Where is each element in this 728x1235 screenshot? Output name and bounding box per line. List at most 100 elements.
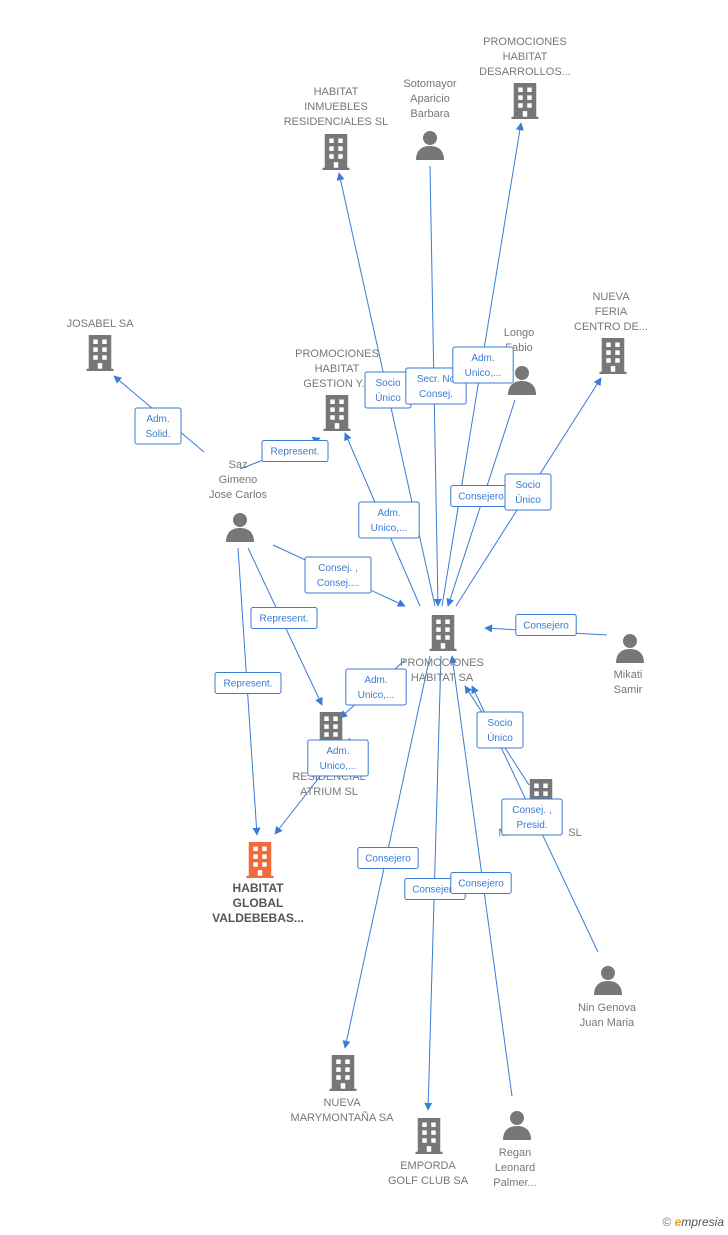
node-label: Barbara bbox=[410, 108, 450, 120]
node-label: Samir bbox=[614, 684, 643, 696]
edge-label-text: Consejero bbox=[365, 854, 411, 865]
edge-label-text: Adm. bbox=[471, 353, 494, 364]
node-label: Sotomayor bbox=[403, 78, 457, 90]
node-label: PROMOCIONES bbox=[483, 36, 567, 48]
edge-label-mikati-to-promociones-sa[interactable]: Consejero bbox=[515, 614, 577, 636]
node-label: MARYMONTAÑA SA bbox=[291, 1111, 395, 1124]
node-label: GLOBAL bbox=[233, 896, 284, 910]
edge-label-saz-to-atrium[interactable]: Represent. bbox=[250, 607, 318, 629]
building-icon bbox=[246, 842, 274, 878]
edge-label-text: Solid. bbox=[145, 429, 170, 440]
edge-label-text: Consejero bbox=[523, 621, 569, 632]
edge-label-text: Adm. bbox=[364, 675, 387, 686]
node-promociones-desarrollos[interactable]: PROMOCIONESHABITATDESARROLLOS... bbox=[479, 36, 571, 119]
edge-label-atrium-to-habitat-global[interactable]: Adm.Unico,... bbox=[307, 739, 369, 777]
node-label: Juan Maria bbox=[580, 1017, 635, 1029]
node-label: Nin Genova bbox=[578, 1002, 637, 1014]
brand-logo[interactable]: empresia bbox=[675, 1215, 724, 1229]
node-label: FERIA bbox=[595, 306, 628, 318]
node-label: SL bbox=[568, 827, 581, 839]
node-nueva-marymontana[interactable]: NUEVA MARYMONTAÑA SA bbox=[291, 1055, 395, 1124]
node-label: GOLF CLUB SA bbox=[388, 1175, 469, 1187]
node-habitat-global[interactable]: HABITATGLOBALVALDEBEBAS... bbox=[212, 842, 304, 925]
brand-logo-text: mpresia bbox=[681, 1215, 724, 1229]
edge-label-box bbox=[501, 798, 563, 836]
edge-label-regan-to-promociones-sa[interactable]: Consejero bbox=[450, 872, 512, 894]
edge-label-box bbox=[515, 614, 577, 636]
node-josabel[interactable]: JOSABEL SA bbox=[67, 318, 135, 371]
edge-label-text: Adm. bbox=[326, 746, 349, 757]
brand-logo-initial: e bbox=[674, 1215, 682, 1229]
edge-label-text: Consej. bbox=[419, 389, 453, 400]
edge-label-promociones-sa-to-atrium[interactable]: Adm. Unico,... bbox=[345, 668, 407, 706]
building-icon bbox=[323, 395, 351, 431]
building-icon bbox=[511, 83, 539, 119]
person-icon bbox=[594, 966, 622, 995]
edge-label-box bbox=[450, 872, 512, 894]
edge-label-box bbox=[250, 607, 318, 629]
edge-label-box bbox=[304, 556, 372, 594]
edge-label-longo-to-promociones-sa[interactable]: Consejero bbox=[450, 485, 512, 507]
node-label: Longo bbox=[504, 327, 535, 339]
node-label: Regan bbox=[499, 1147, 531, 1159]
edge-label-text: Consej. , bbox=[512, 805, 551, 816]
edge-label-box bbox=[504, 473, 552, 511]
edge-label-saz-to-josabel[interactable]: Adm. Solid. bbox=[134, 407, 182, 445]
footer-branding: © empresia bbox=[662, 1215, 724, 1229]
node-label: Mikati bbox=[614, 669, 643, 681]
edge-label-text: Consejero bbox=[412, 885, 458, 896]
node-label: CENTRO DE... bbox=[574, 321, 648, 333]
edge-label-box bbox=[307, 739, 369, 777]
edge-label-box bbox=[134, 407, 182, 445]
node-regan[interactable]: ReganLeonardPalmer... bbox=[493, 1111, 537, 1189]
edge-label-saz-to-promociones-gestion[interactable]: Represent. bbox=[261, 440, 329, 462]
node-label: VALDEBEBAS... bbox=[212, 911, 304, 925]
node-label: NUEVA bbox=[323, 1097, 361, 1109]
node-label: RESIDENCIALES SL bbox=[284, 116, 389, 128]
edge-label-text: Represent. bbox=[271, 447, 320, 458]
node-label: INMUEBLES bbox=[304, 101, 368, 113]
building-icon bbox=[599, 338, 627, 374]
edge-label-text: Consej.... bbox=[317, 578, 359, 589]
edge-label-text: Unico,... bbox=[358, 690, 395, 701]
person-icon bbox=[416, 131, 444, 160]
edge-label-box bbox=[357, 847, 419, 869]
edge-label-promociones-sa-to-promociones-gestion[interactable]: Adm.Unico,... bbox=[358, 501, 420, 539]
node-label: Palmer... bbox=[493, 1177, 536, 1189]
edge-label-text: Único bbox=[487, 731, 513, 744]
edge-label-text: Consejero bbox=[458, 492, 504, 503]
edge-label-box bbox=[476, 711, 524, 749]
edge-label-promociones-sa-to-promociones-desarrollos[interactable]: Adm.Unico,... bbox=[452, 346, 514, 384]
edge-label-box bbox=[214, 672, 282, 694]
edge-label-text: Consej. , bbox=[318, 563, 357, 574]
edge-label-saz-to-habitat-global[interactable]: Represent. bbox=[214, 672, 282, 694]
edge-label-text: Socio bbox=[515, 480, 540, 491]
edge-label-nin-to-promociones-sa[interactable]: Consej. ,Presid. bbox=[501, 798, 563, 836]
node-label: JOSABEL SA bbox=[67, 318, 135, 330]
edge-label-saz-to-promociones-sa[interactable]: Consej. , Consej.... bbox=[304, 556, 372, 594]
edge-label-promociones-sa-to-nueva-marymontana[interactable]: Consejero bbox=[357, 847, 419, 869]
edge-label-text: Adm. bbox=[146, 414, 169, 425]
edge-label-text: Socio bbox=[375, 378, 400, 389]
building-icon bbox=[415, 1118, 443, 1154]
copyright-symbol: © bbox=[662, 1215, 672, 1229]
node-label: GESTION Y... bbox=[303, 378, 370, 390]
edge-label-box bbox=[405, 367, 467, 405]
edge-label-text: Único bbox=[515, 493, 541, 506]
person-icon bbox=[616, 634, 644, 663]
